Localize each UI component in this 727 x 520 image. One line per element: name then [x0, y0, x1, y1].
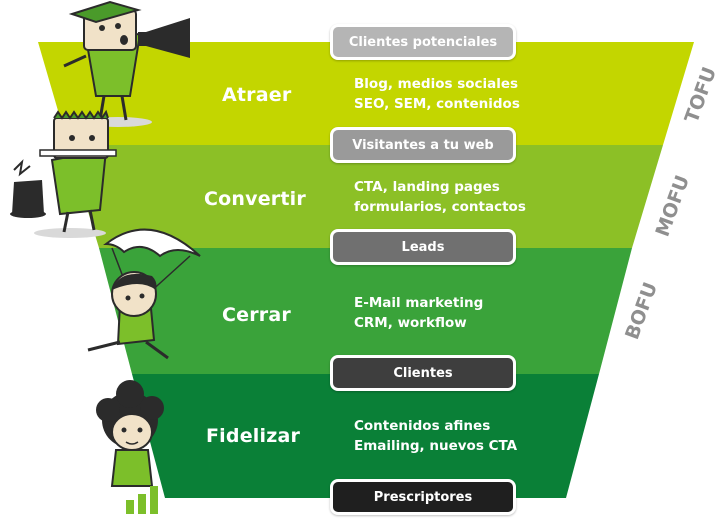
stage-label-atraer: Atraer: [222, 84, 292, 106]
description-line: Contenidos afines: [354, 418, 491, 434]
stage-description-cerrar: E-Mail marketing CRM, workflow: [354, 293, 483, 333]
funnel-band-fidelizar: [132, 374, 599, 498]
description-line: E-Mail marketing: [354, 295, 484, 311]
description-line: Blog, medios sociales: [354, 76, 519, 92]
stage-description-atraer: Blog, medios sociales SEO, SEM, contenid…: [354, 74, 520, 114]
magician-character-illustration: [10, 109, 117, 238]
stage-label-cerrar: Cerrar: [222, 304, 291, 326]
stage-description-fidelizar: Contenidos afines Emailing, nuevos CTA: [354, 416, 517, 456]
description-line: CRM, workflow: [354, 315, 467, 331]
pill-leads: Leads: [330, 229, 516, 265]
description-line: CTA, landing pages: [354, 179, 500, 195]
funnel-band-convertir: [68, 145, 663, 248]
pill-prescriptores: Prescriptores: [330, 479, 516, 515]
description-line: Emailing, nuevos CTA: [354, 438, 518, 454]
pill-clientes-potenciales: Clientes potenciales: [330, 24, 516, 60]
funnel-band-cerrar: [99, 248, 632, 374]
funnel-band-atraer: [38, 42, 694, 145]
megaphone-character-illustration: [63, 0, 190, 127]
pill-visitantes: Visitantes a tu web: [330, 127, 516, 163]
stage-label-fidelizar: Fidelizar: [206, 425, 301, 447]
parachute-character-illustration: [87, 228, 201, 360]
stage-description-convertir: CTA, landing pages formularios, contacto…: [354, 177, 526, 217]
description-line: formularios, contactos: [354, 199, 526, 215]
curly-hair-character-illustration: [96, 380, 164, 514]
description-line: SEO, SEM, contenidos: [354, 96, 520, 112]
stage-label-convertir: Convertir: [204, 188, 306, 210]
pill-clientes: Clientes: [330, 355, 516, 391]
